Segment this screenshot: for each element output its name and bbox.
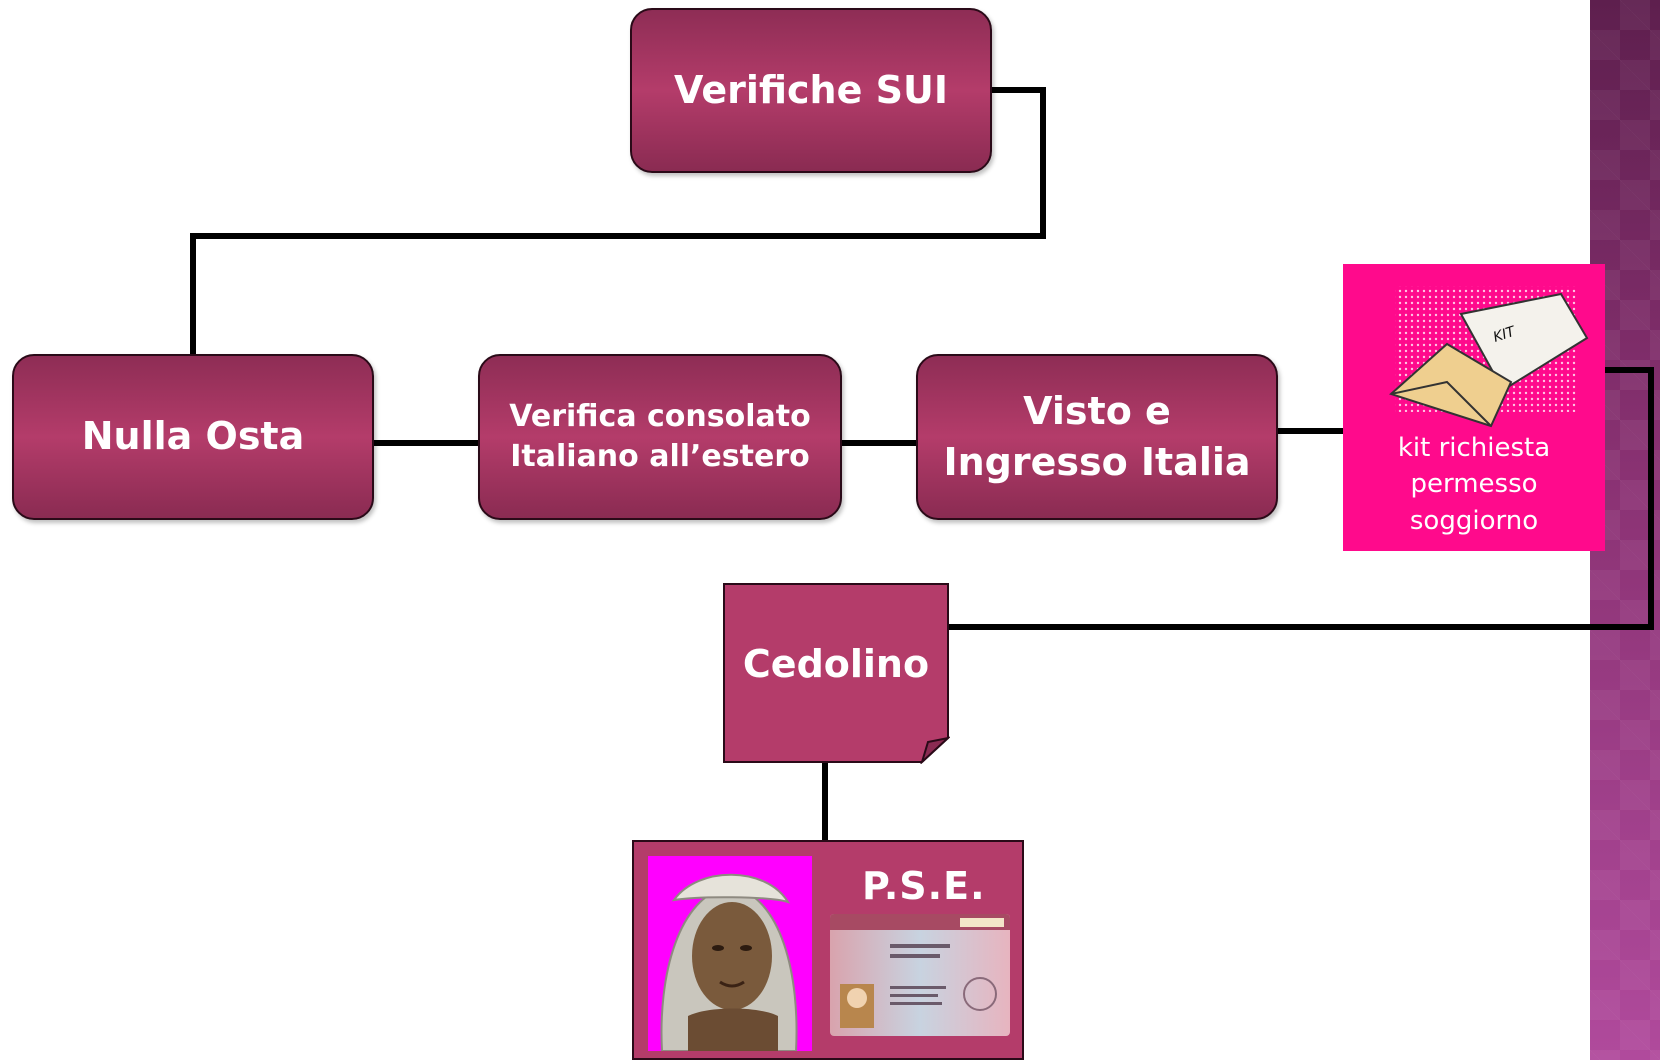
kit-caption-line2: permesso bbox=[1410, 469, 1538, 500]
pse-title: P.S.E. bbox=[862, 864, 986, 908]
connector-sui-left bbox=[190, 233, 1046, 239]
node-nulla-osta: Nulla Osta bbox=[12, 354, 374, 520]
portrait-illustration bbox=[660, 873, 798, 1051]
id-card-image bbox=[830, 914, 1010, 1036]
kit-caption: kit richiesta permesso soggiorno bbox=[1343, 430, 1605, 539]
connector-cedolino-pse bbox=[822, 762, 828, 842]
node-verifiche-sui: Verifiche SUI bbox=[630, 8, 992, 173]
cedolino-shape bbox=[723, 583, 950, 764]
connector-sui-down bbox=[1040, 87, 1046, 239]
kit-caption-line3: soggiorno bbox=[1409, 505, 1539, 536]
connector-kit-right bbox=[1604, 367, 1654, 373]
node-nulla-osta-label: Nulla Osta bbox=[81, 414, 305, 459]
pse-card: P.S.E. bbox=[632, 840, 1024, 1060]
node-visto-ingresso: Visto e Ingresso Italia bbox=[916, 354, 1278, 520]
node-verifica-consolato-line1: Verifica consolato bbox=[509, 398, 811, 434]
connector-to-cedolino bbox=[948, 624, 1654, 630]
connector-visto-kit bbox=[1278, 428, 1344, 434]
node-verifica-consolato: Verifica consolato Italiano all’estero bbox=[478, 354, 842, 520]
envelope-icon: KIT bbox=[1389, 286, 1589, 428]
node-cedolino: Cedolino bbox=[722, 582, 950, 764]
id-card-illustration bbox=[830, 914, 1010, 1036]
portrait-image bbox=[648, 856, 812, 1051]
node-visto-ingresso-line2: Ingresso Italia bbox=[943, 440, 1251, 484]
node-visto-ingresso-line1: Visto e bbox=[1023, 388, 1171, 433]
connector-right-down bbox=[1648, 367, 1654, 630]
kit-caption-line1: kit richiesta bbox=[1397, 433, 1551, 463]
envelope-kit-text: KIT bbox=[1491, 323, 1518, 345]
connector-consolato-visto bbox=[842, 440, 918, 446]
connector-to-nulla-osta bbox=[190, 233, 196, 357]
connector-sui-right bbox=[992, 87, 1046, 93]
kit-card: KIT kit richiesta permesso soggiorno bbox=[1343, 264, 1605, 551]
node-verifica-consolato-line2: Italiano all’estero bbox=[510, 439, 810, 474]
node-cedolino-label: Cedolino bbox=[742, 642, 930, 686]
node-verifiche-sui-label: Verifiche SUI bbox=[674, 67, 948, 112]
connector-nulla-consolato bbox=[372, 440, 482, 446]
